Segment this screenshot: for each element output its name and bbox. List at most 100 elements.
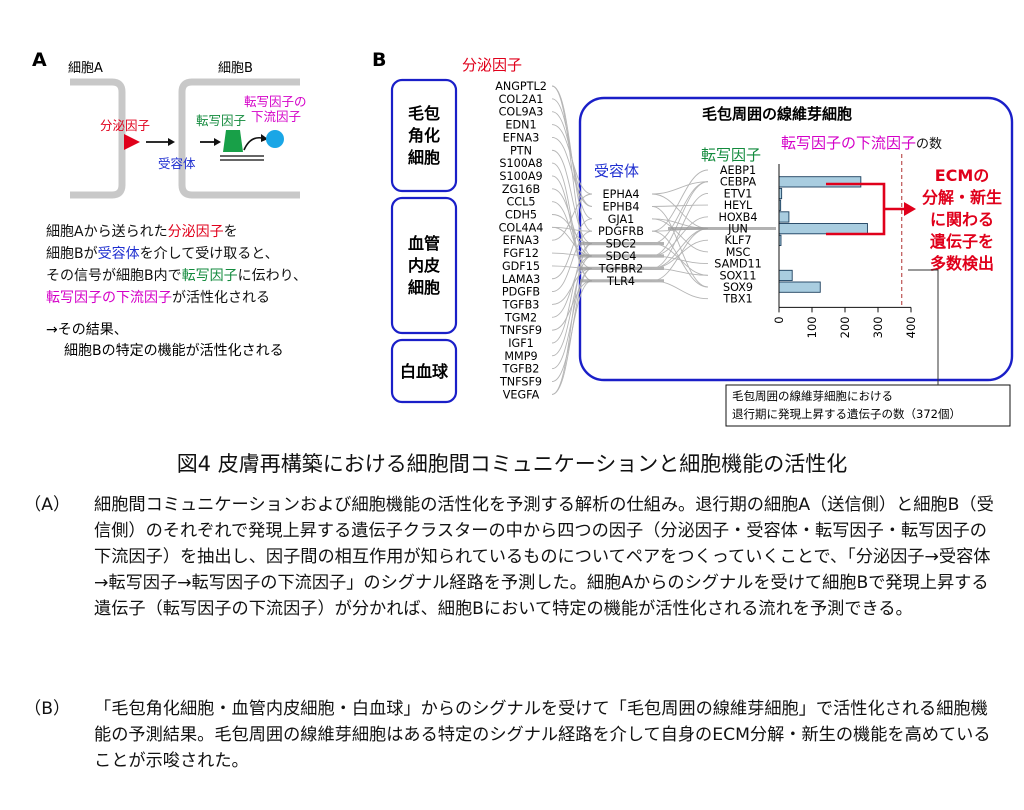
panel-a: A 細胞A 細胞B 分泌因子 受容体 転写因子 転写因子の 下流因子 細胞Aから…	[32, 49, 307, 359]
receptor-tf-link	[651, 169, 709, 232]
secreted-gene-label: ZG16B	[502, 183, 540, 196]
target-label-2: 下流因子	[251, 109, 301, 124]
group-label-line: 毛包	[408, 104, 440, 123]
secreted-gene-label: ANGPTL2	[495, 80, 547, 93]
target-gene-label: HEYL	[724, 199, 753, 212]
secreted-gene-label: FGF12	[503, 247, 539, 260]
secreted-gene-label: GDF15	[502, 260, 540, 273]
panel-a-explanation: 細胞Aから送られた分泌因子を細胞Bが受容体を介して受け取ると、その信号が細胞B内…	[46, 224, 307, 306]
secreted-gene-label: TGFB3	[502, 298, 540, 311]
cell-b-label: 細胞B	[218, 61, 253, 76]
explanation-segment: 細胞Aから送られた	[46, 224, 168, 240]
explanation-segment: 細胞Bが	[46, 246, 98, 262]
explanation-line: 転写因子の下流因子が活性化される	[46, 290, 270, 306]
secreted-receptor-link	[551, 188, 593, 257]
target-gene-label: SAMD11	[714, 258, 761, 271]
group-box-leukocyte	[390, 338, 458, 404]
target-title-main: 転写因子の下流因子	[781, 134, 916, 152]
group-label-line: 細胞	[408, 148, 440, 167]
secreted-gene-label: COL2A1	[499, 93, 544, 106]
receptor-tf-link	[651, 218, 709, 253]
secreted-receptor-link	[551, 226, 593, 257]
explanation-line: その信号が細胞B内で転写因子に伝わり、	[46, 268, 307, 284]
secreted-receptor-link	[551, 255, 593, 318]
secreted-receptor-link	[551, 193, 593, 241]
secreted-gene-label: S100A8	[499, 157, 542, 170]
explanation-segment: その信号が細胞B内で	[46, 268, 182, 284]
ecm-note-line: ECMの	[935, 166, 990, 185]
secreted-receptor-link	[551, 230, 593, 293]
receptor-tf-link	[651, 181, 709, 257]
note-leader-line	[908, 269, 939, 385]
receptor-tf-link	[651, 280, 709, 300]
secreted-gene-label: IGF1	[508, 337, 534, 350]
receptor-tf-link	[651, 216, 709, 257]
secreted-gene-label: EFNA3	[503, 131, 540, 144]
secreted-gene-label: MMP9	[504, 350, 537, 363]
secreted-gene-label: EFNA3	[503, 234, 540, 247]
secreted-gene-label: COL9A3	[499, 106, 544, 119]
secreted-factor-triangle-icon	[124, 134, 140, 150]
receptor-column-title: 受容体	[594, 162, 639, 180]
target-gene-label: TBX1	[722, 293, 752, 306]
caption-a: （A） 細胞間コミュニケーションおよび細胞機能の活性化を予測する解析の仕組み。退…	[24, 492, 1004, 622]
receptor-label: 受容体	[158, 156, 196, 171]
ecm-arrow-head-icon	[904, 202, 916, 216]
receptor-gene-label: TGFBR2	[598, 262, 644, 275]
target-gene-label: HOXB4	[719, 211, 758, 224]
tf-label: 転写因子	[196, 113, 246, 128]
secreted-receptor-link	[551, 201, 593, 269]
group-box-endothelial	[390, 196, 458, 335]
receptor-icon	[184, 131, 195, 153]
target-gene-label: JUN	[727, 223, 748, 236]
note-line-2: 退行期に発現上昇する遺伝子の数（372個）	[732, 407, 961, 421]
target-gene-label: MSC	[726, 246, 751, 259]
x-tick-label: 0	[772, 316, 786, 323]
explanation-segment: 転写因子の下流因子	[46, 290, 172, 306]
note-box	[725, 384, 1011, 427]
receptor-gene-label: SDC2	[606, 238, 637, 251]
secreted-gene-label: COL4A4	[499, 221, 544, 234]
panel-a-label: A	[32, 49, 47, 71]
result-line-1: →その結果、	[46, 322, 128, 338]
secreted-gene-label: PTN	[510, 144, 532, 157]
secreted-receptor-link	[551, 85, 593, 257]
target-count-bar	[778, 281, 821, 293]
group-label-line: 内皮	[408, 256, 440, 275]
secreted-factor-label: 分泌因子	[100, 118, 150, 133]
secreted-receptor-link	[551, 243, 593, 344]
target-count-bar	[778, 211, 790, 223]
secreted-gene-label: EDN1	[505, 119, 536, 132]
caption-b-label: （B）	[24, 699, 71, 719]
secreted-gene-label: TGFB2	[502, 363, 540, 376]
x-tick-label: 100	[805, 316, 819, 338]
receptor-tf-link	[651, 255, 709, 265]
receptor-gene-label: GJA1	[608, 213, 635, 226]
x-tick-label: 400	[904, 316, 918, 338]
target-gene-label: CEBPA	[720, 176, 757, 189]
ecm-note-line: 遺伝子を	[930, 232, 994, 251]
target-gene-label: SOX11	[719, 269, 756, 282]
caption-a-label: （A）	[24, 495, 71, 515]
explanation-segment: を介して受け取ると、	[140, 246, 279, 262]
secreted-receptor-link	[551, 149, 593, 245]
signal-links	[551, 85, 776, 395]
cell-b-outline	[178, 78, 300, 199]
secreted-gene-label: TNFSF9	[499, 376, 542, 389]
caption-a-text: 細胞間コミュニケーションおよび細胞機能の活性化を予測する解析の仕組み。退行期の細…	[94, 495, 994, 619]
secreted-gene-label: TNFSF9	[499, 324, 542, 337]
explanation-line: 細胞Bが受容体を介して受け取ると、	[46, 245, 279, 262]
secreted-gene-label: CDH5	[505, 209, 537, 222]
explanation-segment: が活性化される	[172, 290, 270, 306]
secreted-receptor-link	[551, 124, 593, 195]
secreted-receptor-link	[551, 267, 593, 395]
secreted-factor-list: ANGPTL2COL2A1COL9A3EDN1EFNA3PTNS100A8S10…	[495, 80, 547, 401]
arrow-head-icon	[214, 138, 221, 146]
cell-a-outline	[70, 78, 126, 199]
target-label-1: 転写因子の	[244, 94, 307, 109]
receptor-tf-link	[651, 228, 709, 269]
figure-caption-title: 図4 皮膚再構築における細胞間コミュニケーションと細胞機能の活性化	[176, 452, 848, 476]
